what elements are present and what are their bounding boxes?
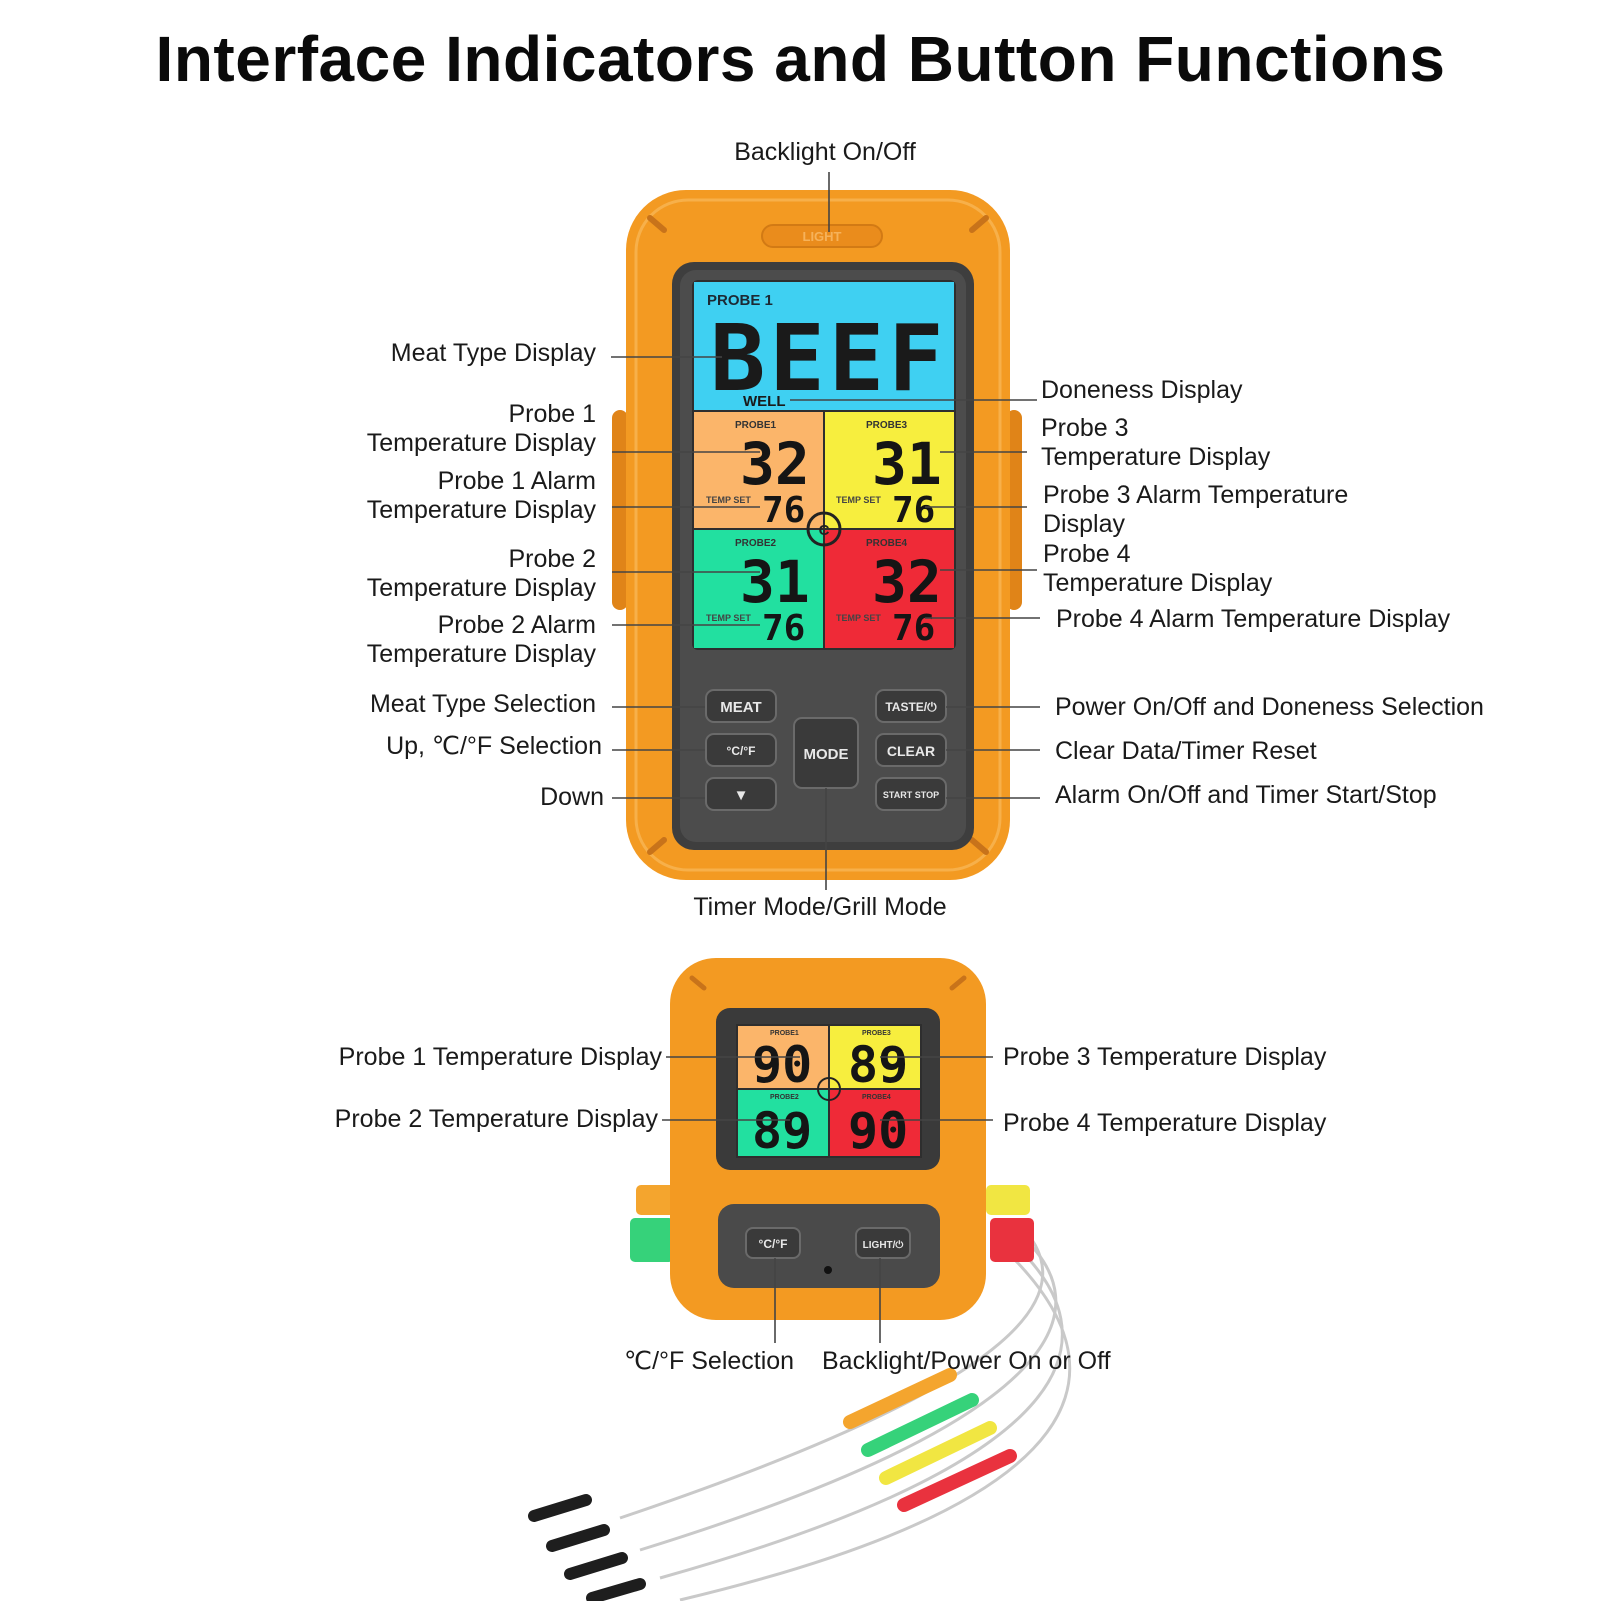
q3-temp-set: TEMP SET xyxy=(836,495,881,505)
s-cf-button[interactable]: °C/°F xyxy=(745,1227,801,1259)
label-s-backlight-power: Backlight/Power On or Off xyxy=(822,1347,1111,1375)
page-title: Interface Indicators and Button Function… xyxy=(155,23,1446,95)
secondary-leader-lines xyxy=(662,1056,993,1343)
clear-button[interactable]: CLEAR xyxy=(875,733,947,767)
down-arrow-icon: ▼ xyxy=(734,787,749,804)
cf-up-button-label: °C/°F xyxy=(727,744,756,758)
label-up-cf-selection: Up, ℃/°F Selection xyxy=(386,732,602,760)
q3-probe-label: PROBE3 xyxy=(866,420,908,431)
label-probe1-alarm: Probe 1 Alarm Temperature Display xyxy=(366,467,596,524)
s-probe4-temp: 90 xyxy=(848,1102,908,1160)
s-q2-probe-label: PROBE2 xyxy=(770,1094,799,1101)
label-backlight: Backlight On/Off xyxy=(734,138,916,166)
secondary-unit: PROBE1 PROBE3 PROBE2 PROBE4 90 89 89 90 … xyxy=(528,958,1072,1601)
label-power-doneness: Power On/Off and Doneness Selection xyxy=(1055,693,1484,721)
clear-button-label: CLEAR xyxy=(887,743,935,759)
label-probe4-alarm: Probe 4 Alarm Temperature Display xyxy=(1056,605,1451,633)
q2-probe-label: PROBE2 xyxy=(735,538,777,549)
start-stop-button-label: START STOP xyxy=(883,790,939,800)
q1-temp-set: TEMP SET xyxy=(706,495,751,505)
s-light-power-button-label: LIGHT/⏻ xyxy=(863,1239,904,1251)
s-cf-button-label: °C/°F xyxy=(759,1237,788,1251)
s-q4-probe-label: PROBE4 xyxy=(862,1094,891,1101)
s-probe2-temp: 89 xyxy=(752,1102,812,1160)
label-meat-type-selection: Meat Type Selection xyxy=(369,690,596,718)
meat-button-label: MEAT xyxy=(720,699,761,716)
s-crosshair-icon xyxy=(817,1077,841,1101)
label-probe3-alarm: Probe 3 Alarm Temperature Display xyxy=(1043,481,1349,538)
probe4-alarm-temp: 76 xyxy=(892,608,935,649)
label-s-cf-selection: ℃/°F Selection xyxy=(624,1347,795,1375)
label-s-probe4-temp: Probe 4 Temperature Display xyxy=(1003,1109,1327,1137)
cf-up-button[interactable]: °C/°F xyxy=(705,733,777,767)
probe-header: PROBE 1 xyxy=(707,292,773,309)
label-s-probe2-temp: Probe 2 Temperature Display xyxy=(334,1105,658,1133)
probe-color-bands xyxy=(843,1368,1017,1512)
probe3-temp: 31 xyxy=(872,430,942,498)
label-probe4-temp: Probe 4 Temperature Display xyxy=(1043,540,1273,597)
probe1-alarm-temp: 76 xyxy=(762,490,805,531)
label-s-probe1-temp: Probe 1 Temperature Display xyxy=(338,1043,662,1071)
q1-probe-label: PROBE1 xyxy=(735,420,777,431)
probe2-temp: 31 xyxy=(740,548,810,616)
light-button-label: LIGHT xyxy=(803,229,842,244)
down-button[interactable]: ▼ xyxy=(705,777,777,811)
doneness-display: WELL xyxy=(743,393,786,410)
q2-temp-set: TEMP SET xyxy=(706,613,751,623)
taste-power-button[interactable]: TASTE/⏻ xyxy=(875,689,947,723)
label-clear-reset: Clear Data/Timer Reset xyxy=(1055,737,1317,765)
start-stop-button[interactable]: START STOP xyxy=(875,777,947,811)
s-q1-probe-label: PROBE1 xyxy=(770,1030,799,1037)
main-unit: LIGHT PROBE 1 BEEF WELL PROBE1 PROBE3 PR… xyxy=(612,190,1022,880)
label-alarm-timer: Alarm On/Off and Timer Start/Stop xyxy=(1055,781,1437,809)
label-s-probe3-temp: Probe 3 Temperature Display xyxy=(1003,1043,1327,1071)
light-button[interactable] xyxy=(761,224,883,248)
label-meat-type-display: Meat Type Display xyxy=(390,339,596,367)
s-q3-probe-label: PROBE3 xyxy=(862,1030,891,1037)
mode-button[interactable]: MODE xyxy=(793,717,859,789)
main-leader-lines xyxy=(611,172,1040,890)
meat-button[interactable]: MEAT xyxy=(705,689,777,723)
probe-cables xyxy=(619,1218,1072,1601)
s-probe1-temp: 90 xyxy=(752,1036,812,1094)
mode-button-label: MODE xyxy=(804,746,849,763)
label-probe2-alarm: Probe 2 Alarm Temperature Display xyxy=(366,611,596,668)
probe2-alarm-temp: 76 xyxy=(762,608,805,649)
speaker-hole xyxy=(824,1266,832,1274)
probe-tips xyxy=(528,1494,646,1601)
crosshair-icon xyxy=(806,511,842,547)
label-doneness-display: Doneness Display xyxy=(1041,376,1243,404)
label-probe2-temp: Probe 2 Temperature Display xyxy=(366,545,596,602)
label-timer-grill: Timer Mode/Grill Mode xyxy=(693,893,947,921)
probe4-temp: 32 xyxy=(872,548,942,616)
taste-power-button-label: TASTE/⏻ xyxy=(885,700,937,714)
s-light-power-button[interactable]: LIGHT/⏻ xyxy=(855,1227,911,1259)
q4-probe-label: PROBE4 xyxy=(866,538,908,549)
label-probe3-temp: Probe 3 Temperature Display xyxy=(1041,414,1271,471)
s-probe3-temp: 89 xyxy=(848,1036,908,1094)
label-probe1-temp: Probe 1 Temperature Display xyxy=(366,400,596,457)
probe3-alarm-temp: 76 xyxy=(892,490,935,531)
probe1-temp: 32 xyxy=(740,430,810,498)
q4-temp-set: TEMP SET xyxy=(836,613,881,623)
label-down: Down xyxy=(540,783,604,811)
meat-type-display: BEEF xyxy=(710,305,948,412)
svg-text:C: C xyxy=(819,522,830,539)
